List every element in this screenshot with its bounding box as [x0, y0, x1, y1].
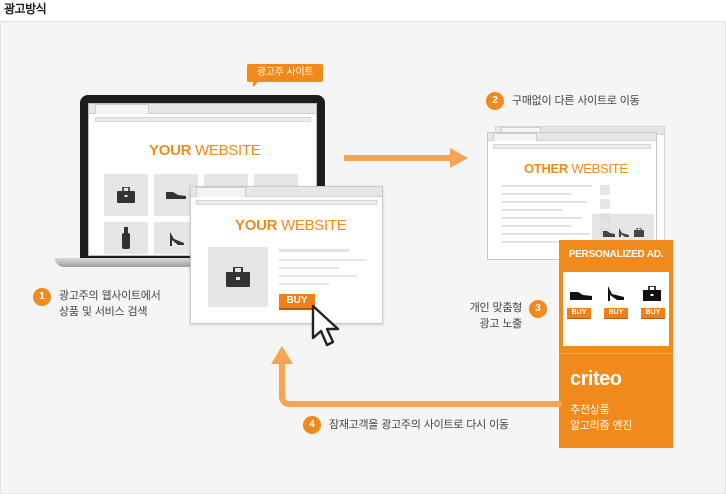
your-website-title-laptop: YOUR WEBSITE	[149, 142, 261, 159]
step-2-text: 구매없이 다른 사이트로 이동	[512, 94, 640, 107]
step-1-line-2: 상품 및 서비스 검색	[59, 305, 148, 318]
your-website-title: YOUR WEBSITE	[235, 217, 347, 234]
buy-button-heel[interactable]: BUY	[604, 308, 628, 319]
criteo-divider	[559, 353, 673, 354]
website-light: WEBSITE	[195, 142, 261, 159]
website-bold: YOUR	[235, 217, 278, 234]
step-2-badge: 2	[486, 92, 504, 110]
criteo-line-2: 알고리즘 엔진	[570, 419, 633, 432]
your-website-window: YOUR WEBSITE BUY	[190, 186, 383, 324]
mini-briefcase-icon	[634, 228, 644, 237]
step-3-text: 개인 맞춤형 광고 노출	[456, 300, 523, 332]
ad-spotlight	[592, 214, 654, 242]
page-title: 광고방식	[4, 2, 47, 16]
step-1-badge: 1	[33, 288, 51, 306]
step-1-text: 광고주의 웹사이트에서 상품 및 서비스 검색	[59, 288, 161, 320]
mini-shoe-icon	[603, 231, 615, 237]
step-4-badge: 4	[303, 416, 321, 434]
briefcase-icon	[226, 267, 250, 287]
website-light: WEBSITE	[281, 217, 347, 234]
personalized-ad-label: PERSONALIZED AD.	[568, 249, 664, 260]
heel-icon	[170, 232, 184, 246]
criteo-line-1: 추천상품	[570, 403, 610, 416]
criteo-logo: criteo	[570, 368, 622, 390]
advertiser-site-tag: 광고주 사이트	[247, 64, 323, 87]
arrow-return-to-advertiser	[271, 346, 562, 407]
heel-icon	[608, 286, 624, 301]
buy-button[interactable]: BUY	[279, 294, 315, 310]
buy-button-shoe[interactable]: BUY	[567, 308, 591, 319]
website-bold: YOUR	[149, 142, 192, 159]
briefcase-icon	[117, 187, 135, 203]
mini-heel-icon	[619, 228, 629, 237]
website-bold: OTHER	[524, 161, 569, 176]
step-3-line-1: 개인 맞춤형	[469, 301, 523, 314]
other-website-title: OTHER WEBSITE	[524, 161, 628, 176]
cursor-icon	[311, 304, 340, 347]
criteo-description: 추천상품 알고리즘 엔진	[570, 402, 632, 434]
step-3-badge: 3	[529, 300, 547, 318]
step-3-line-2: 광고 노출	[479, 317, 523, 330]
briefcase-icon	[643, 286, 661, 301]
criteo-panel: PERSONALIZED AD. BUY BUY BUY criteo 추천상품…	[559, 240, 673, 448]
step-4-text: 잠재고객을 광고주의 사이트로 다시 이동	[329, 418, 509, 431]
step-1-line-1: 광고주의 웹사이트에서	[59, 289, 161, 302]
shoe-icon	[570, 292, 592, 300]
arrow-to-other-site	[344, 148, 468, 168]
website-light: WEBSITE	[571, 161, 628, 176]
shoe-icon	[166, 192, 186, 199]
buy-button-briefcase[interactable]: BUY	[641, 308, 665, 319]
bottle-icon	[122, 227, 130, 249]
personalized-ad-box: BUY BUY BUY	[563, 272, 669, 346]
